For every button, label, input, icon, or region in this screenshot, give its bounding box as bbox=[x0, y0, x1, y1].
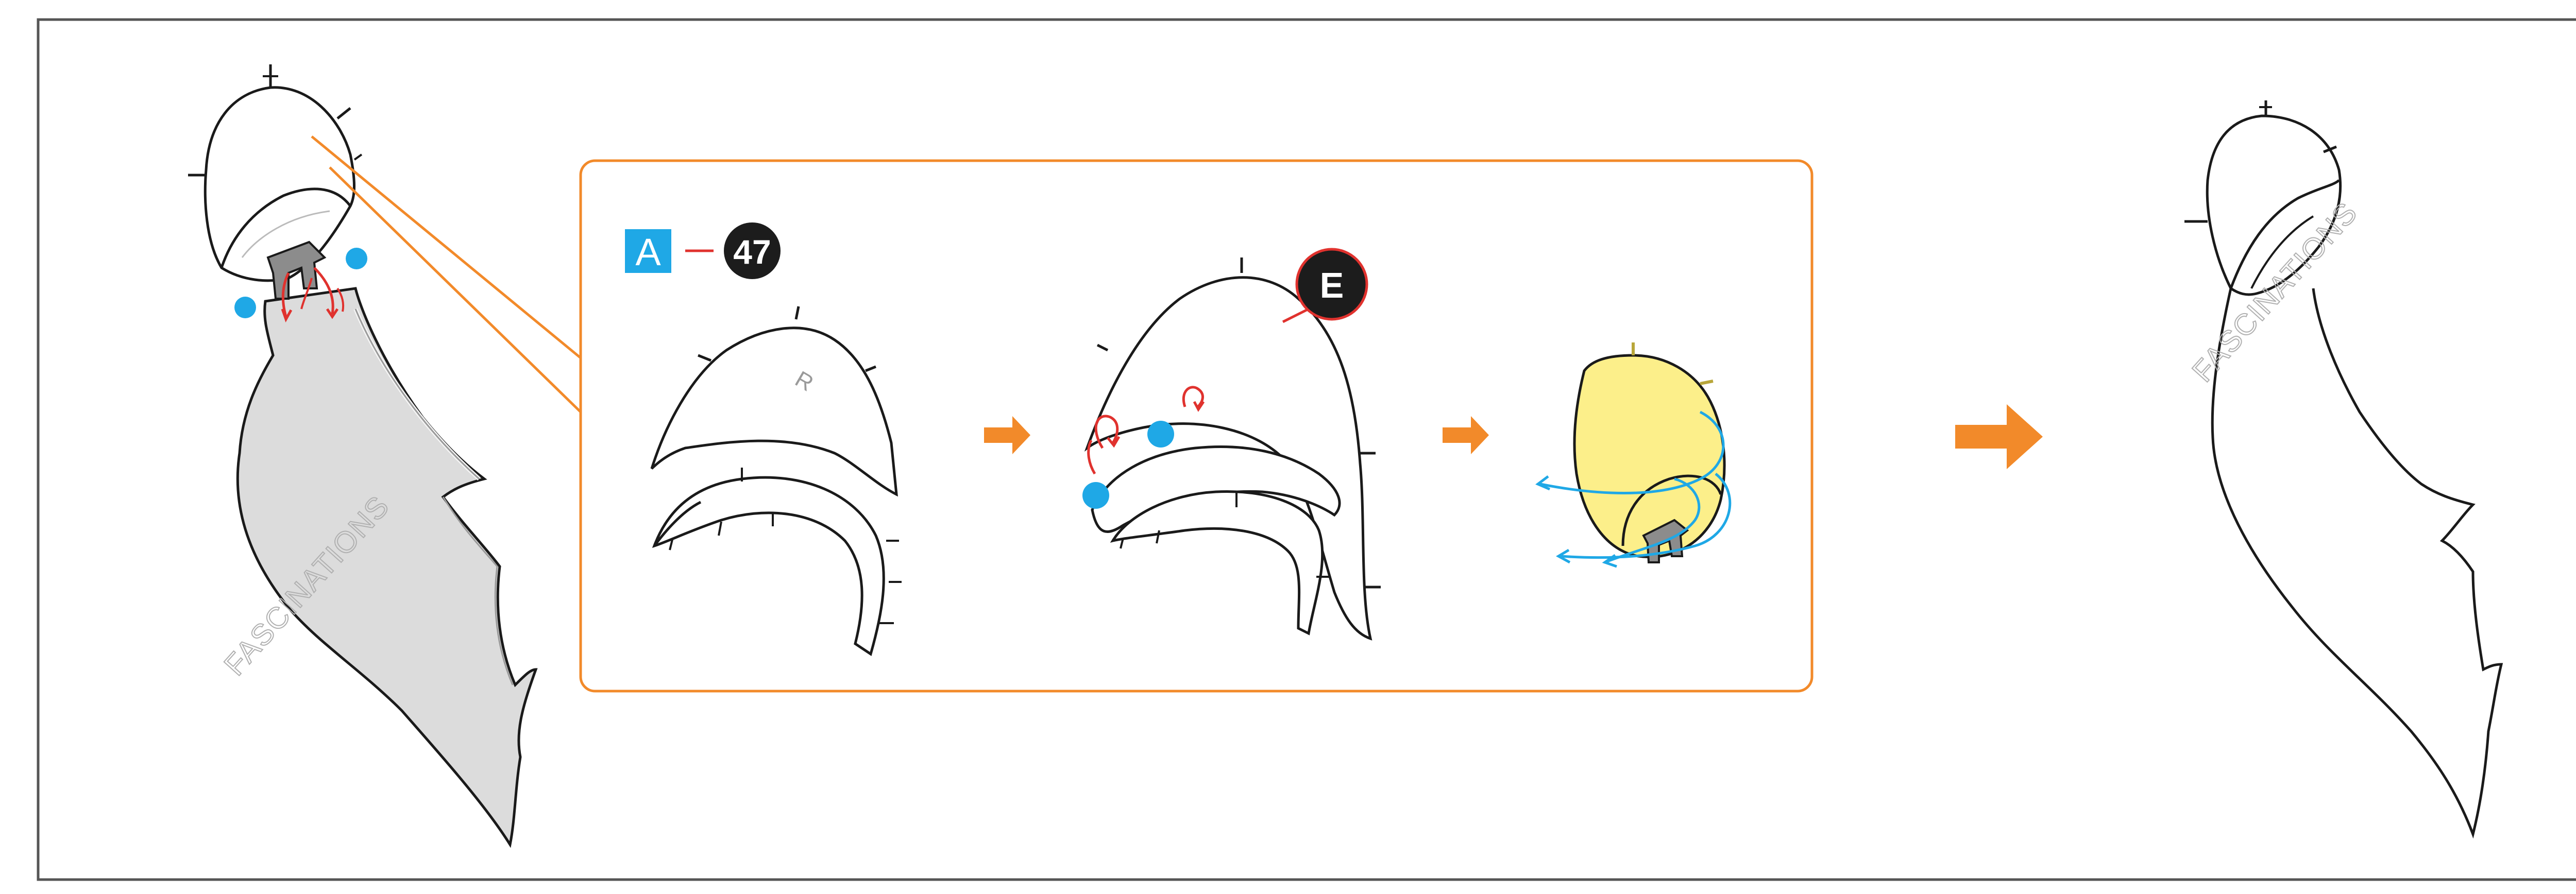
outer-frame bbox=[37, 18, 2576, 881]
callout-line-top bbox=[311, 135, 582, 359]
rotation-arrow-icon bbox=[1540, 410, 1725, 494]
left-head bbox=[204, 86, 355, 282]
step3-assembled bbox=[1535, 342, 1732, 568]
step1-pieces: R bbox=[650, 306, 902, 656]
step2-fold: E bbox=[1082, 248, 1381, 641]
callout-line-bottom bbox=[329, 166, 582, 413]
wing-panel bbox=[236, 287, 538, 848]
right-arrow-icon bbox=[1443, 416, 1489, 454]
result-head bbox=[2206, 114, 2342, 296]
sheet-letter-badge bbox=[625, 229, 671, 273]
part-number: 47 bbox=[733, 233, 771, 271]
glue-dot-icon bbox=[1082, 482, 1109, 509]
detail-panel: A 47 R bbox=[579, 159, 1814, 693]
left-assembly: FASCINATIONS bbox=[188, 64, 538, 848]
glue-dot-icon bbox=[346, 248, 367, 269]
right-result: FASCINATIONS bbox=[2184, 100, 2503, 839]
glue-dot-icon bbox=[234, 297, 256, 318]
glue-dot-icon bbox=[1147, 421, 1174, 448]
right-arrow-icon bbox=[984, 416, 1030, 454]
tab-letter-badge bbox=[1295, 248, 1368, 321]
fold-arrow-icon bbox=[1182, 386, 1204, 408]
part-sheet-label: A 47 bbox=[625, 222, 781, 279]
tab-letter: E bbox=[1320, 265, 1344, 305]
part-number-badge bbox=[724, 222, 781, 279]
sheet-letter: A bbox=[635, 231, 661, 273]
big-right-arrow-icon bbox=[1955, 404, 2043, 469]
fold-arrow-icon bbox=[1094, 415, 1119, 449]
result-body bbox=[2211, 288, 2503, 839]
rotation-arrow-icon bbox=[1561, 473, 1732, 559]
